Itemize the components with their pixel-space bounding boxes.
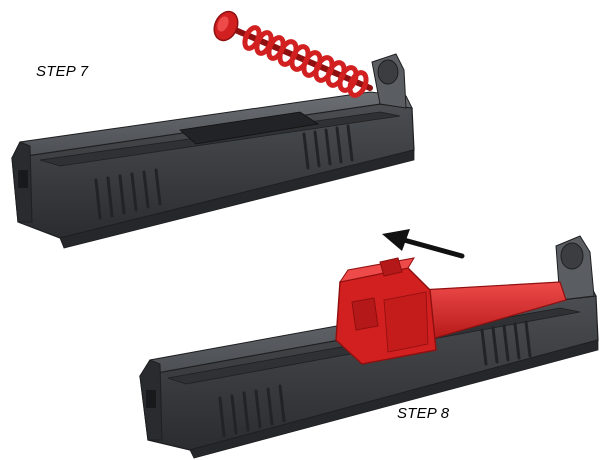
arrow-up-left-icon — [382, 229, 465, 259]
step7-slide — [11, 53, 415, 249]
step-7-label: STEP 7 — [36, 63, 89, 80]
step7-recoil-spring — [213, 10, 373, 98]
step-8-label: STEP 8 — [397, 405, 450, 422]
step8-barrel — [335, 257, 567, 365]
